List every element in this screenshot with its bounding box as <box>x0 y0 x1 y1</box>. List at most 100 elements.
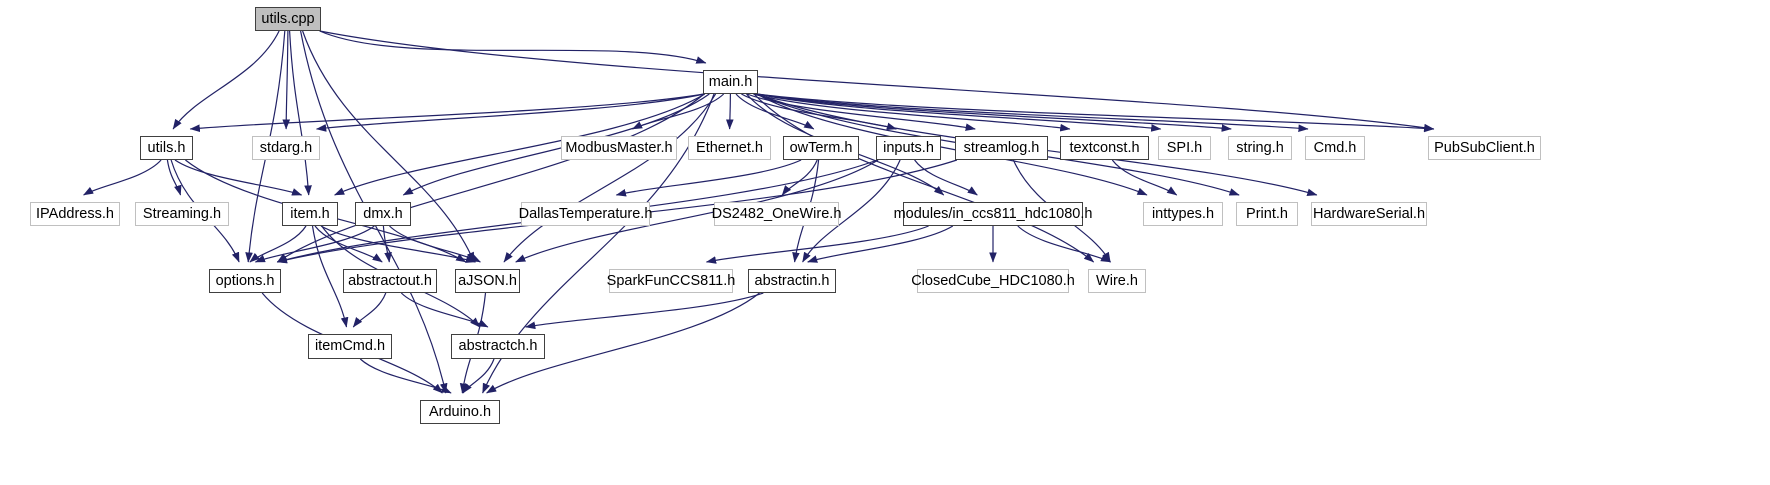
graph-node-label: HardwareSerial.h <box>1312 205 1426 222</box>
graph-node-label: owTerm.h <box>789 139 853 156</box>
graph-edge <box>756 93 1232 132</box>
graph-node-stdarg-h[interactable]: stdarg.h <box>252 136 320 160</box>
graph-edge <box>753 93 1095 263</box>
graph-node-label: Print.h <box>1246 205 1288 222</box>
graph-node-abstractout-h[interactable]: abstractout.h <box>343 269 437 293</box>
graph-edge <box>382 225 392 263</box>
graph-node-label: main.h <box>708 73 753 90</box>
graph-edge <box>725 93 734 130</box>
graph-edge <box>282 30 291 130</box>
graph-edge <box>1017 225 1112 263</box>
graph-node-label: SPI.h <box>1166 139 1203 156</box>
graph-edge <box>802 159 901 263</box>
graph-node-modbusmaster-h[interactable]: ModbusMaster.h <box>561 136 677 160</box>
graph-edge <box>462 358 495 394</box>
graph-edge <box>359 358 452 394</box>
graph-node-hardwareserial-h[interactable]: HardwareSerial.h <box>1311 202 1427 226</box>
graph-node-streamlog-h[interactable]: streamlog.h <box>955 136 1048 160</box>
graph-node-label: itemCmd.h <box>314 338 386 355</box>
graph-node-label: abstractch.h <box>458 338 538 355</box>
graph-edge <box>319 30 707 64</box>
graph-node-closedcube-h[interactable]: ClosedCube_HDC1080.h <box>911 269 1075 293</box>
graph-node-abstractin-h[interactable]: abstractin.h <box>748 269 836 293</box>
graph-node-inputs-h[interactable]: inputs.h <box>876 136 941 160</box>
graph-node-label: IPAddress.h <box>36 205 114 222</box>
graph-edge <box>254 225 375 263</box>
graph-node-label: Wire.h <box>1096 272 1138 289</box>
graph-edge <box>352 292 387 328</box>
graph-node-ipaddress-h[interactable]: IPAddress.h <box>30 202 120 226</box>
graph-edge <box>807 225 954 263</box>
graph-node-ds2482-h[interactable]: DS2482_OneWire.h <box>711 202 842 226</box>
graph-edge <box>756 93 1435 133</box>
graph-edge <box>486 292 760 394</box>
graph-edge <box>189 93 705 132</box>
graph-edge <box>249 225 307 263</box>
graph-edge <box>756 93 1148 196</box>
graph-edge <box>166 159 182 196</box>
graph-node-itemcmd-h[interactable]: itemCmd.h <box>308 334 392 359</box>
graph-node-options-h[interactable]: options.h <box>209 269 281 293</box>
graph-edge <box>615 159 802 197</box>
graph-node-wire-h[interactable]: Wire.h <box>1088 269 1146 293</box>
graph-node-abstractch-h[interactable]: abstractch.h <box>451 334 545 359</box>
graph-node-label: DallasTemperature.h <box>518 205 653 222</box>
graph-edge <box>515 159 879 263</box>
graph-edge <box>83 159 162 196</box>
graph-node-utils-h[interactable]: utils.h <box>140 136 193 160</box>
graph-edge <box>756 93 1162 132</box>
graph-node-label: inttypes.h <box>1151 205 1215 222</box>
graph-edge <box>302 30 475 263</box>
graph-node-pubsubclient-h[interactable]: PubSubClient.h <box>1428 136 1541 160</box>
graph-node-sparkfunccs-h[interactable]: SparkFunCCS811.h <box>606 269 736 293</box>
graph-node-label: modules/in_ccs811_hdc1080.h <box>893 205 1093 222</box>
graph-node-label: DS2482_OneWire.h <box>711 205 842 222</box>
graph-edge <box>503 93 717 263</box>
graph-node-label: item.h <box>290 205 330 222</box>
graph-node-textconst-h[interactable]: textconst.h <box>1060 136 1149 160</box>
graph-node-spi-h[interactable]: SPI.h <box>1158 136 1211 160</box>
graph-node-main-h[interactable]: main.h <box>703 70 758 94</box>
graph-node-label: utils.h <box>147 139 186 156</box>
graph-edge <box>311 225 349 328</box>
graph-node-ethernet-h[interactable]: Ethernet.h <box>688 136 771 160</box>
graph-edge <box>172 30 280 130</box>
graph-node-cmd-h[interactable]: Cmd.h <box>1305 136 1365 160</box>
graph-node-ajson-h[interactable]: aJSON.h <box>455 269 520 293</box>
graph-edge <box>753 93 1071 132</box>
graph-node-print-h[interactable]: Print.h <box>1236 202 1298 226</box>
graph-node-utils-cpp[interactable]: utils.cpp <box>255 7 321 31</box>
graph-node-owterm-h[interactable]: owTerm.h <box>783 136 859 160</box>
graph-node-dmx-h[interactable]: dmx.h <box>355 202 411 226</box>
graph-edge <box>174 159 303 196</box>
graph-edge <box>705 225 929 264</box>
graph-node-modules-ccs-h[interactable]: modules/in_ccs811_hdc1080.h <box>894 202 1092 226</box>
graph-node-label: SparkFunCCS811.h <box>606 272 736 289</box>
graph-node-label: streamlog.h <box>963 139 1040 156</box>
graph-node-label: string.h <box>1236 139 1284 156</box>
graph-node-arduino-h[interactable]: Arduino.h <box>420 400 500 424</box>
graph-node-label: aJSON.h <box>458 272 517 289</box>
graph-node-label: inputs.h <box>883 139 934 156</box>
graph-node-label: textconst.h <box>1069 139 1140 156</box>
graph-edge <box>314 225 383 263</box>
graph-edge <box>316 93 705 132</box>
graph-node-string-h[interactable]: string.h <box>1228 136 1292 160</box>
graph-node-inttypes-h[interactable]: inttypes.h <box>1143 202 1223 226</box>
graph-node-label: options.h <box>215 272 275 289</box>
graph-node-label: Streaming.h <box>142 205 222 222</box>
graph-edge <box>289 30 312 196</box>
graph-edge <box>525 292 764 330</box>
graph-node-streaming-h[interactable]: Streaming.h <box>135 202 229 226</box>
graph-edge <box>319 30 1435 132</box>
graph-node-label: Cmd.h <box>1313 139 1357 156</box>
graph-edge <box>735 93 815 130</box>
graph-node-label: abstractout.h <box>348 272 432 289</box>
graph-edge <box>914 159 978 196</box>
graph-node-dallastemp-h[interactable]: DallasTemperature.h <box>518 202 653 226</box>
graph-edge <box>320 225 477 263</box>
graph-node-label: stdarg.h <box>259 139 313 156</box>
graph-node-item-h[interactable]: item.h <box>282 202 338 226</box>
graph-node-label: ModbusMaster.h <box>565 139 673 156</box>
